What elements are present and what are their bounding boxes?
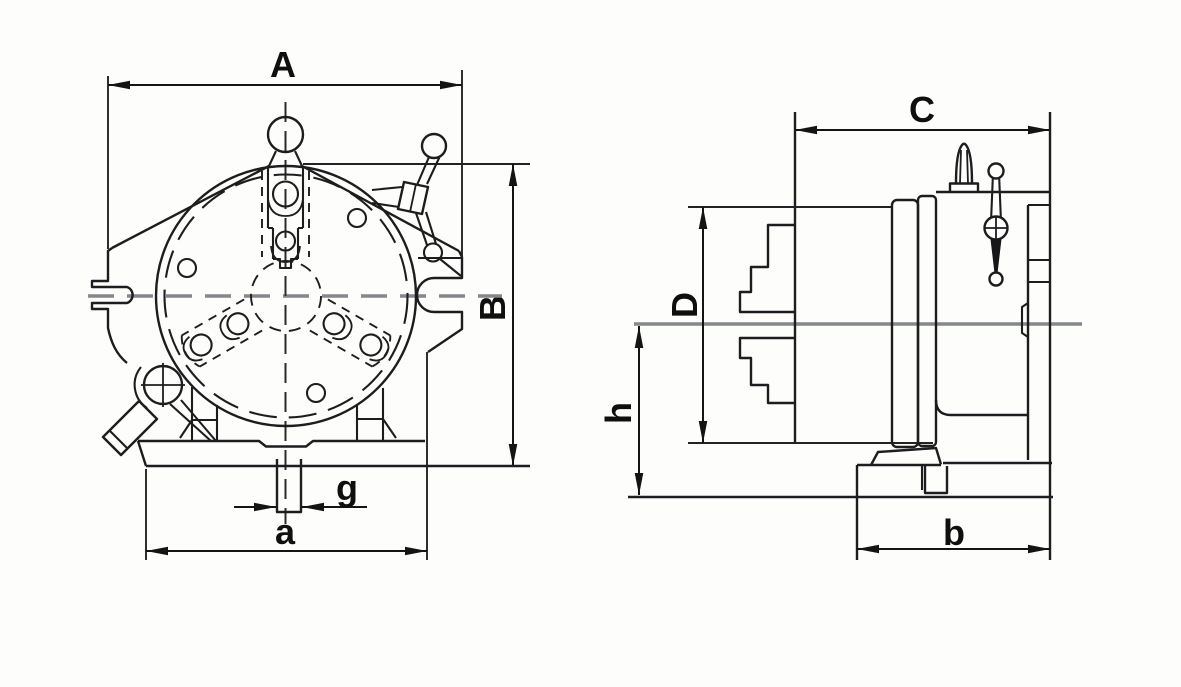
- crank-handle: [983, 162, 1009, 287]
- lever-bracket: [396, 180, 430, 216]
- dimension-B: B: [303, 163, 530, 466]
- base-left-edge: [136, 440, 148, 467]
- front-view: A B: [88, 44, 530, 560]
- lever-pivot: [422, 242, 444, 263]
- lever-ball: [420, 132, 448, 160]
- lever-shaft: [416, 155, 441, 186]
- body-bottom: [934, 399, 1027, 417]
- face-hole: [346, 207, 368, 229]
- dim-label-D: D: [664, 292, 705, 318]
- dimension-C: C: [795, 89, 1050, 135]
- jaw-channel: [266, 166, 305, 259]
- jaw-tip: [273, 257, 298, 270]
- handle-grip: [990, 239, 1002, 273]
- saddle: [179, 387, 397, 441]
- worm-housing-step: [1020, 302, 1029, 338]
- dimension-b: b: [857, 512, 1050, 554]
- dimension-h: h: [598, 326, 644, 495]
- tee-slot-ear-left: [90, 247, 134, 364]
- dim-label-b: b: [943, 512, 965, 553]
- screw-cradle: [270, 245, 301, 263]
- ball-knob: [266, 115, 305, 167]
- knob-ball: [266, 115, 305, 154]
- knob-neck: [268, 150, 303, 167]
- dim-label-a: a: [275, 511, 296, 552]
- dim-label-B: B: [472, 295, 513, 321]
- pin-plinth: [948, 182, 980, 192]
- dimension-g: g: [234, 467, 367, 512]
- base-front: [136, 439, 530, 514]
- pin-inner: [959, 149, 969, 184]
- clamp-screw: [133, 363, 185, 409]
- chuck-backplate: [916, 194, 938, 448]
- center-boss-circle: [250, 260, 322, 332]
- dim-label-C: C: [909, 89, 935, 130]
- handle-end-ball: [988, 271, 1004, 287]
- lever-mount: [371, 185, 403, 209]
- base-top: [138, 439, 425, 448]
- face-hole: [305, 382, 327, 404]
- locating-key-front: [275, 459, 303, 514]
- chuck-dashed-circle: [163, 173, 409, 419]
- wedge-clamp: [869, 446, 943, 466]
- dim-label-h: h: [598, 402, 639, 424]
- dim-label-g: g: [336, 467, 358, 508]
- jaw-lower-left: [180, 298, 263, 368]
- jaw-lower-right: [309, 298, 392, 368]
- dimension-A: A: [107, 44, 463, 256]
- jaw-steps-lower: [738, 336, 795, 405]
- tee-slot-ear-right: [415, 250, 464, 353]
- lever-shaft-lower: [415, 211, 438, 246]
- support-lug: [101, 399, 217, 457]
- cover-lines: [1028, 203, 1050, 284]
- screw-cradle: [267, 198, 304, 217]
- handle-shaft: [990, 177, 1002, 218]
- jaw-screw: [271, 180, 300, 208]
- dim-label-A: A: [270, 44, 296, 85]
- jaw-top: [261, 166, 310, 270]
- dimension-a: a: [145, 352, 428, 560]
- side-view: C D h: [598, 89, 1082, 560]
- locating-key-side: [923, 466, 949, 495]
- plunger-pin: [948, 142, 980, 192]
- jaw-screw: [274, 230, 297, 252]
- handle-top-ball: [987, 162, 1005, 180]
- handle-hub-cross: [984, 216, 1008, 240]
- right-shoulder: [301, 164, 460, 253]
- base-side: [628, 446, 1053, 560]
- body-side: [934, 190, 1052, 465]
- pin-outline: [954, 142, 974, 184]
- face-hole: [176, 257, 198, 279]
- clamp-lever: [371, 132, 462, 277]
- jaw-steps-upper: [738, 223, 795, 314]
